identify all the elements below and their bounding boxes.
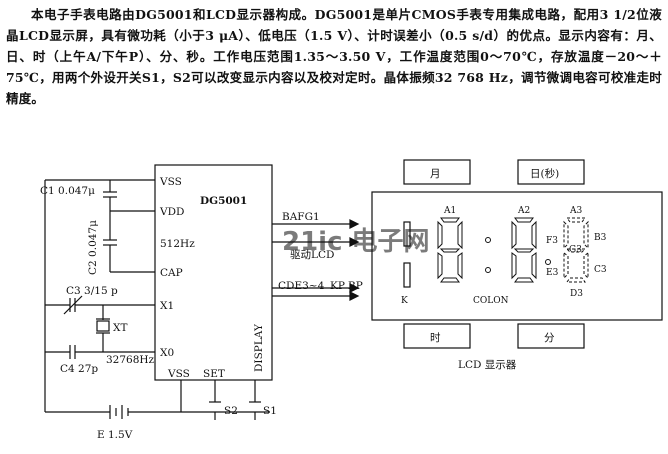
c2-label: C2 0.047μ — [87, 220, 99, 275]
lcd-minute: 分 — [544, 332, 555, 344]
c1-label: C1 0.047μ — [40, 185, 95, 197]
lcd-colon-label: COLON — [473, 296, 509, 306]
c4-label: C4 27p — [60, 363, 98, 375]
signal-cde: CDE3~4 — [278, 280, 325, 292]
ic-name: DG5001 — [200, 195, 247, 207]
seg-a1: A1 — [443, 206, 456, 216]
pin-vss-bottom: VSS — [167, 368, 190, 380]
signal-kp: KP — [330, 280, 345, 292]
seg-b3: B3 — [594, 233, 607, 243]
seg-a2: A2 — [517, 206, 530, 216]
intro-text: 本电子手表电路由DG5001和LCD显示器构成。DG5001是单片CMOS手表专… — [6, 7, 662, 106]
pin-display: DISPLAY — [253, 323, 265, 372]
pin-vss-top: VSS — [159, 176, 182, 188]
seg-g3: G3 — [569, 245, 582, 255]
pin-x0: X0 — [160, 347, 174, 359]
crystal-frequency: 32768Hz — [106, 354, 155, 366]
seg-d3: D3 — [570, 289, 583, 299]
intro-paragraph: 本电子手表电路由DG5001和LCD显示器构成。DG5001是单片CMOS手表专… — [6, 4, 662, 109]
pin-cap: CAP — [160, 267, 183, 279]
watermark: 21ic 电子网 — [282, 227, 430, 257]
seg-c3: C3 — [594, 265, 607, 275]
lcd-caption: LCD 显示器 — [458, 359, 517, 371]
lcd-day: 日(秒) — [530, 167, 559, 180]
pin-set: SET — [203, 368, 225, 380]
seg-e3: E3 — [546, 268, 559, 278]
battery-label: E 1.5V — [97, 429, 133, 441]
signal-bafg: BAFG1 — [282, 211, 320, 223]
s1-label: S1 — [263, 405, 277, 417]
s2-label: S2 — [224, 405, 238, 417]
c3-label: C3 3/15 p — [66, 285, 118, 297]
seg-a3: A3 — [569, 206, 582, 216]
signal-drive: 驱动LCD — [290, 249, 334, 261]
pin-vdd: VDD — [159, 206, 184, 218]
lcd-k-label: K — [401, 296, 408, 306]
crystal-label: XT — [113, 322, 127, 334]
lcd-month: 月 — [430, 168, 441, 180]
pin-x1: X1 — [160, 300, 174, 312]
lcd-hour: 时 — [430, 332, 441, 344]
seg-f3: F3 — [546, 236, 558, 246]
signal-bp: BP — [348, 280, 363, 292]
pin-512hz: 512Hz — [160, 238, 195, 250]
